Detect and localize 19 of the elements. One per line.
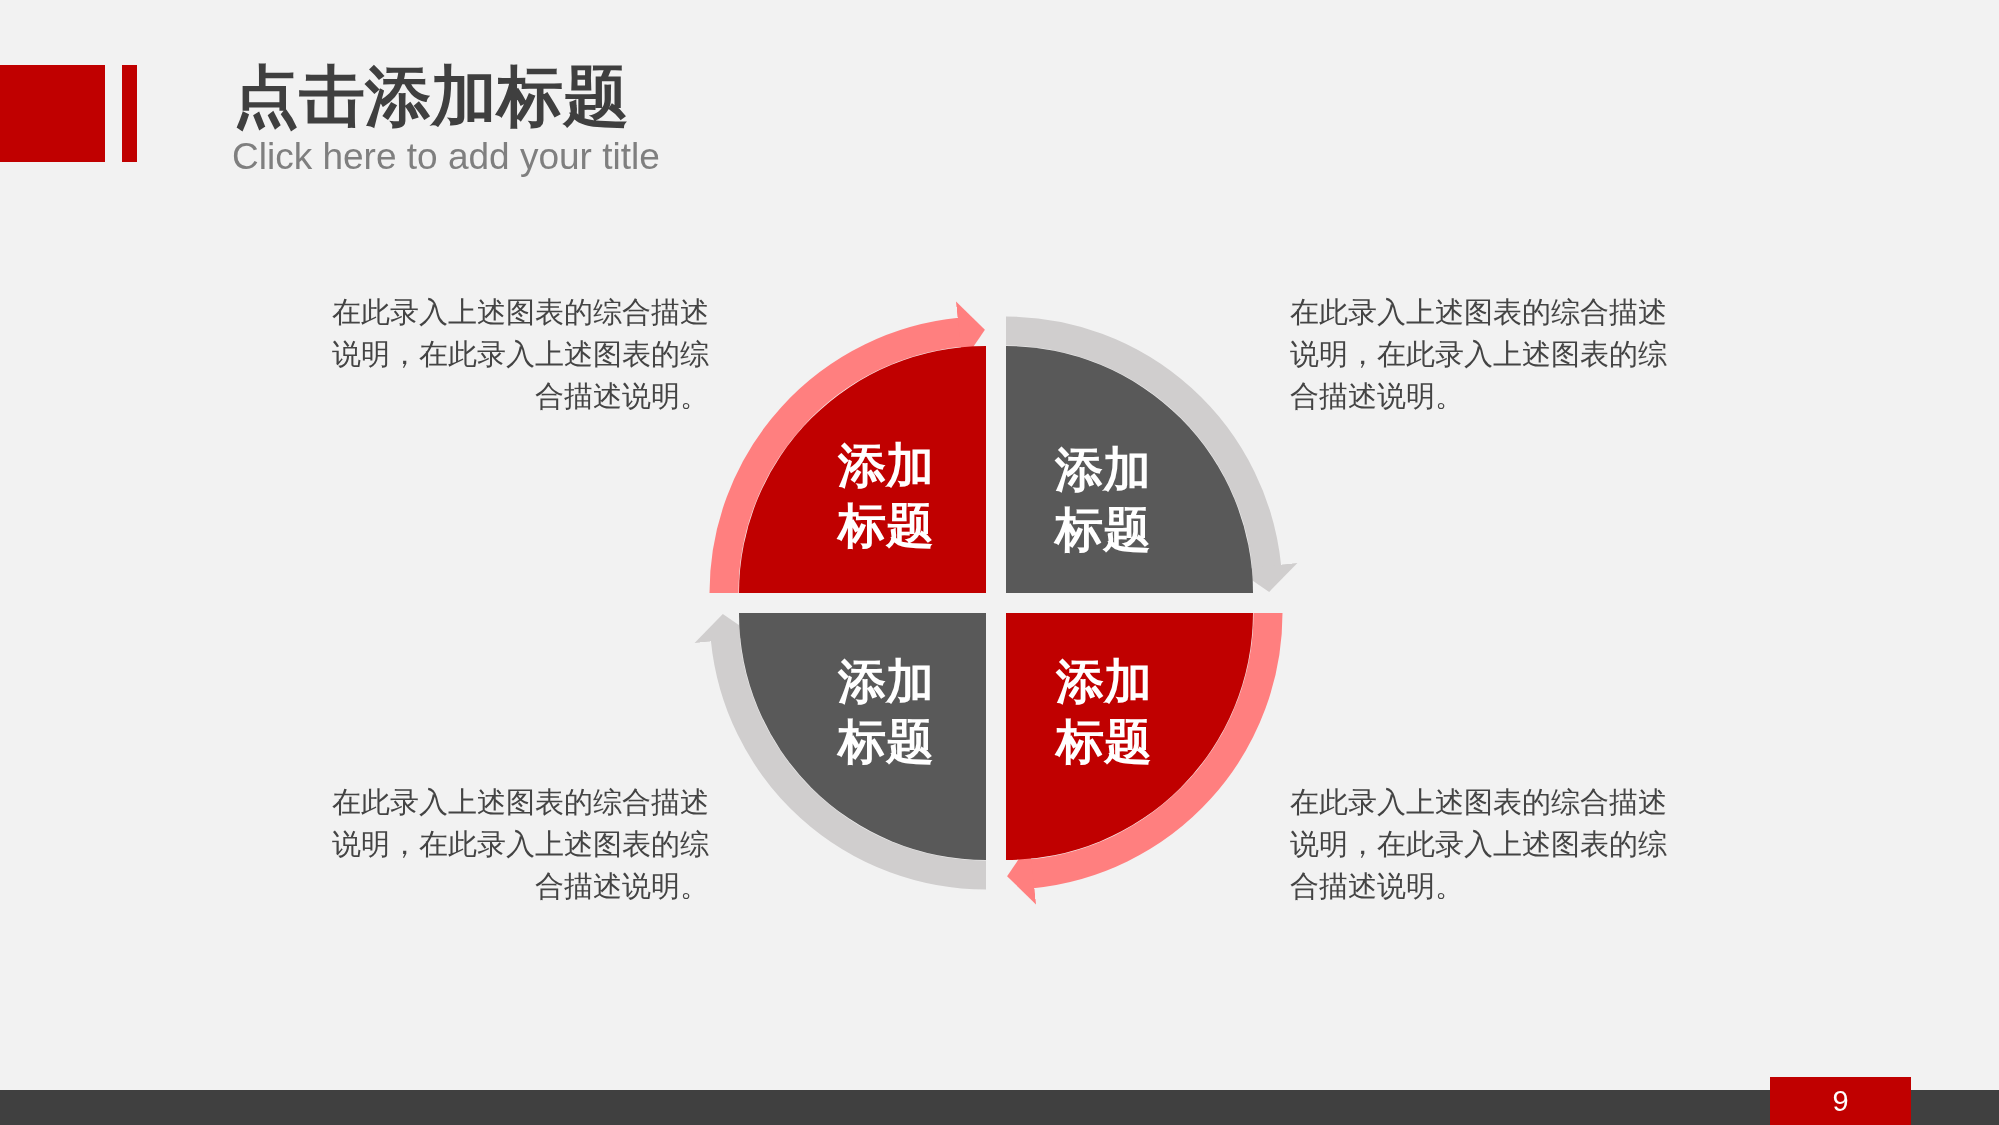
quadrant-title: 添加标题	[1053, 440, 1152, 559]
description-text: 在此录入上述图表的综合描述说明，在此录入上述图表的综合描述说明。	[1290, 294, 1668, 415]
description-text: 在此录入上述图表的综合描述说明，在此录入上述图表的综合描述说明。	[331, 784, 709, 905]
quadrant-sector	[1006, 613, 1253, 860]
quadrant-sector	[739, 346, 986, 593]
description-text: 在此录入上述图表的综合描述说明，在此录入上述图表的综合描述说明。	[1290, 784, 1668, 905]
slide-subtitle: Click here to add your title	[232, 138, 660, 175]
curved-arrow	[694, 614, 987, 890]
curved-arrow	[709, 301, 985, 594]
quadrant-sector	[1006, 346, 1253, 593]
quadrant-title: 添加标题	[836, 436, 935, 555]
curved-arrow	[1005, 316, 1298, 592]
quadrant-title: 添加标题	[836, 652, 935, 771]
quadrant-title: 添加标题	[1054, 652, 1153, 771]
description-text: 在此录入上述图表的综合描述说明，在此录入上述图表的综合描述说明。	[331, 294, 709, 415]
quadrant-sector	[739, 613, 986, 860]
slide-title: 点击添加标题	[233, 59, 629, 135]
page-number: 9	[1770, 1077, 1911, 1125]
curved-arrow	[1007, 612, 1283, 905]
